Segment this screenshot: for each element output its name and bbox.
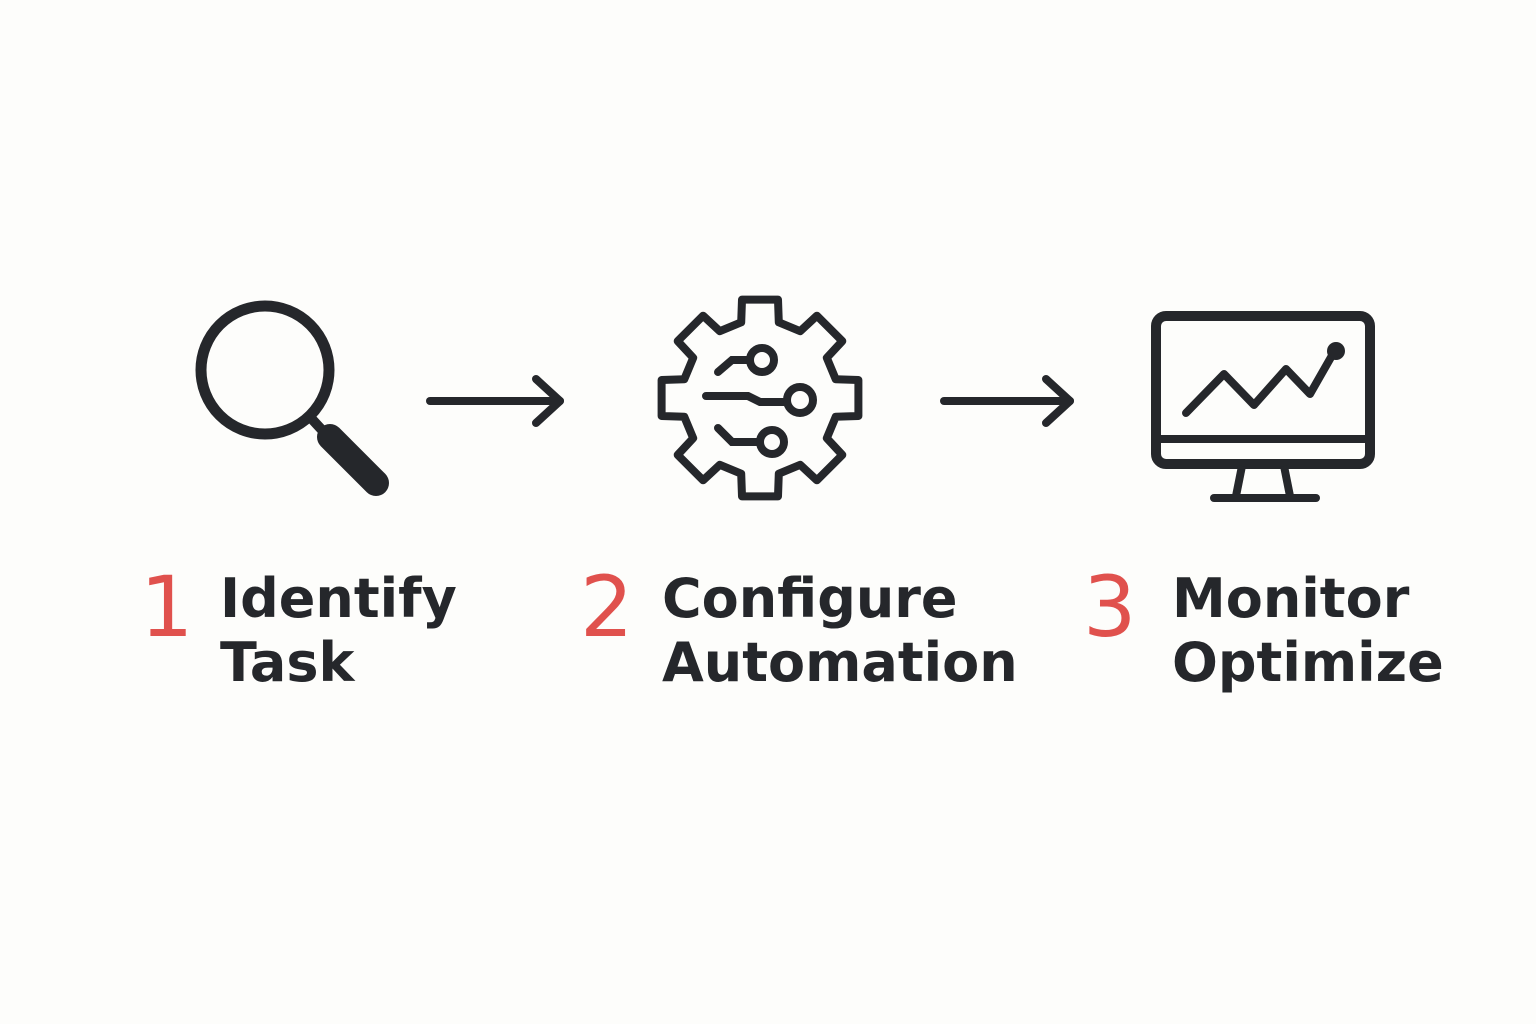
step-number-1: 1 <box>140 558 194 656</box>
arrow-right-icon <box>930 370 1090 430</box>
step-number-3: 3 <box>1083 558 1137 656</box>
step-label-line: Identify <box>220 567 457 630</box>
search-icon <box>180 290 410 520</box>
gear-circuit-icon <box>640 288 880 518</box>
monitor-chart-icon <box>1140 300 1390 520</box>
step-label-line: Configure <box>662 567 958 630</box>
step-label-line: Task <box>220 631 355 694</box>
step-label-configure-automation: Configure Automation <box>662 567 1018 695</box>
step-label-line: Monitor <box>1172 567 1410 630</box>
step-label-identify-task: Identify Task <box>220 567 457 695</box>
step-label-line: Optimize <box>1172 631 1444 694</box>
step-label-monitor-optimize: Monitor Optimize <box>1172 567 1444 695</box>
step-number-2: 2 <box>580 558 634 656</box>
arrow-right-icon <box>420 370 580 430</box>
step-label-line: Automation <box>662 631 1018 694</box>
